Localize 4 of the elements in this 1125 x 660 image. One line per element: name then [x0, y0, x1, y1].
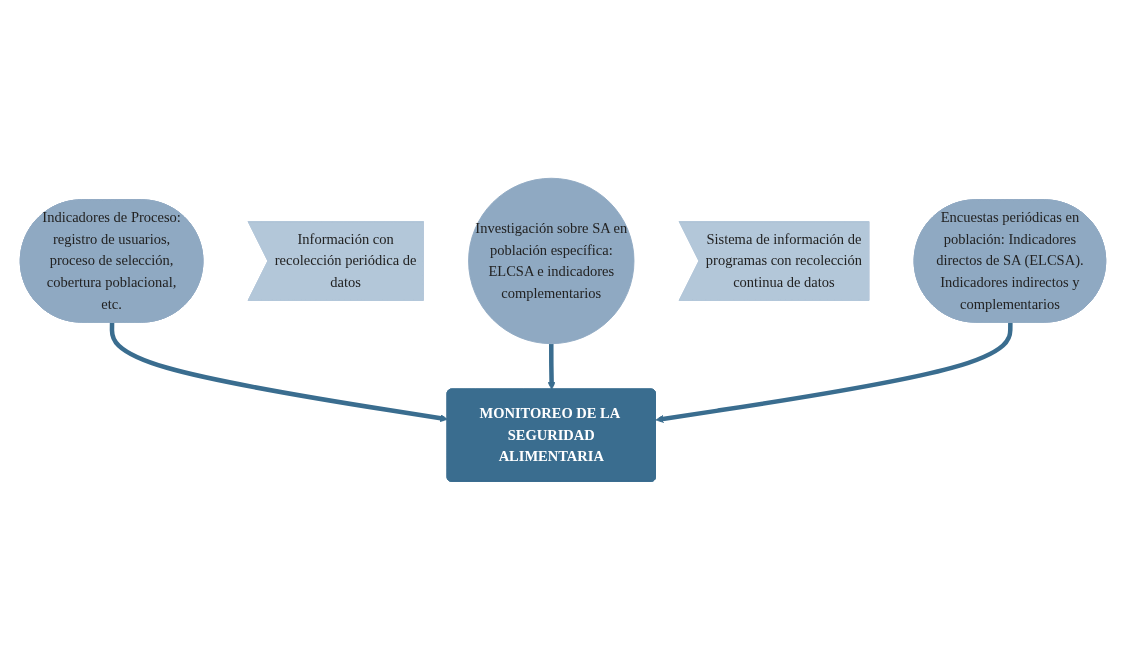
arrow [655, 322, 1013, 424]
arrow [547, 343, 556, 390]
node-circle: Investigación sobre SA en población específica: ELCSA e indicadores complementarios [467, 177, 634, 345]
arrow [109, 322, 448, 423]
